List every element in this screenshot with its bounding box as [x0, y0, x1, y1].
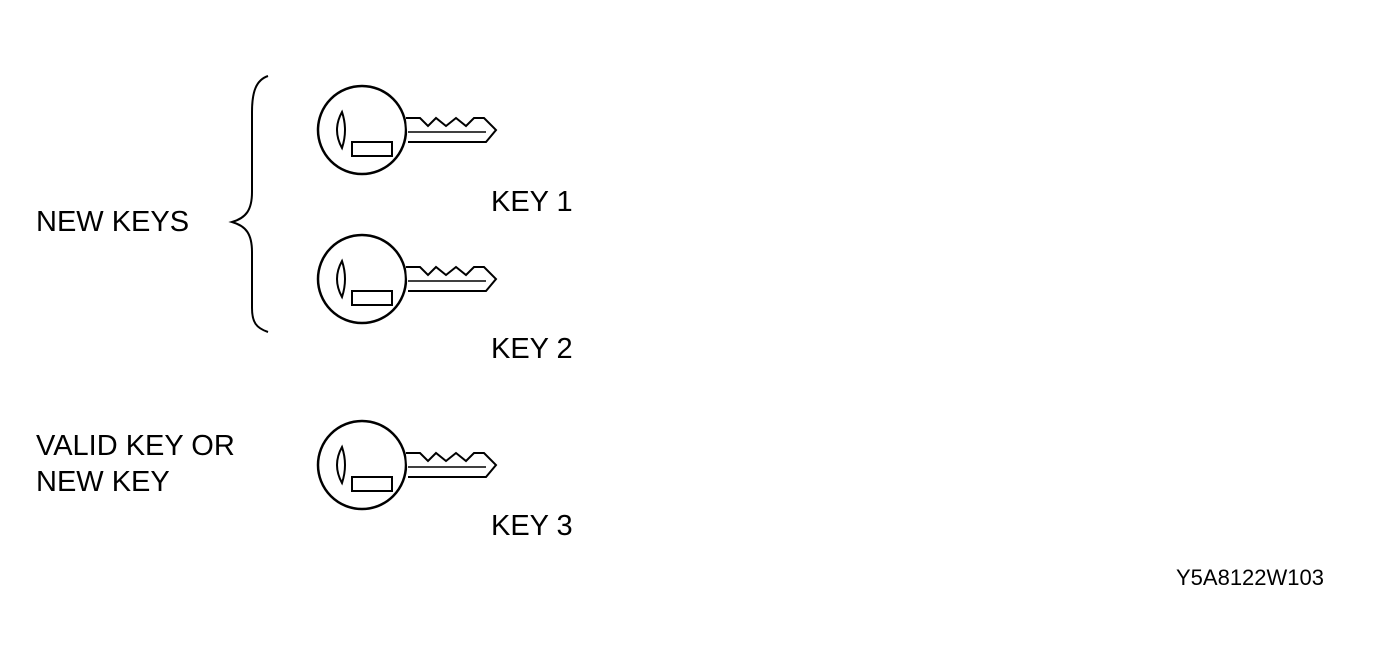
- key-icon: [316, 84, 498, 176]
- key-2-label: KEY 2: [491, 333, 573, 365]
- key-icon: [316, 233, 498, 325]
- valid-key-label-line2: NEW KEY: [36, 466, 170, 498]
- curly-brace-icon: [228, 75, 269, 333]
- new-keys-label: NEW KEYS: [36, 206, 190, 238]
- valid-key-label-line1: VALID KEY OR: [36, 430, 235, 462]
- key-icon: [316, 419, 498, 511]
- key-1-label: KEY 1: [491, 186, 573, 218]
- key-3-label: KEY 3: [491, 510, 573, 542]
- figure-code: Y5A8122W103: [1176, 565, 1324, 590]
